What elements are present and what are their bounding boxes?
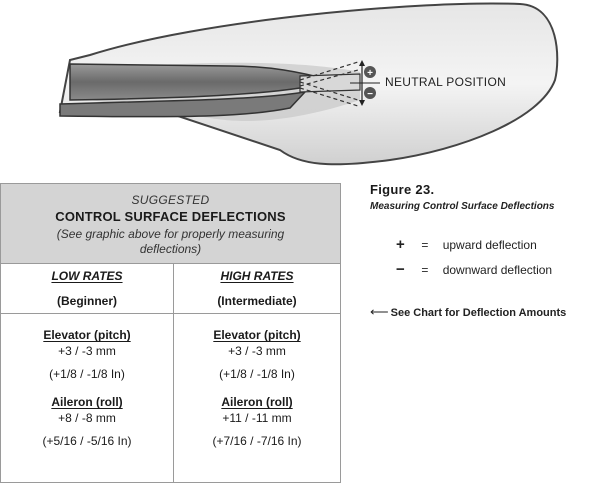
table-suggested: SUGGESTED (131, 193, 210, 207)
rate-level: (Intermediate) (217, 294, 297, 308)
deflection-down-dashed (299, 81, 359, 101)
legend-downward: − = downward deflection (396, 261, 552, 278)
neutral-position-label: NEUTRAL POSITION (385, 75, 507, 89)
elevator-label: Elevator (pitch) (213, 328, 301, 342)
figure-title: Figure 23. (370, 182, 435, 197)
elevator-inches: (+1/8 / -1/8 In) (49, 367, 125, 381)
elevator-label: Elevator (pitch) (43, 328, 131, 342)
low-rates-column: LOW RATES (Beginner) Elevator (pitch) +3… (1, 264, 174, 482)
elevator-mm: +3 / -3 mm (228, 344, 286, 358)
svg-text:+: + (367, 68, 373, 79)
aileron-mm: +11 / -11 mm (222, 411, 292, 425)
legend-upward: + = upward deflection (396, 236, 537, 253)
figure-caption: Measuring Control Surface Deflections (370, 201, 555, 212)
table-title: CONTROL SURFACE DEFLECTIONS (55, 209, 286, 224)
aileron-mm: +8 / -8 mm (58, 411, 116, 425)
table-note: (See graphic above for properly measurin… (56, 227, 285, 256)
plus-symbol: + (396, 236, 405, 253)
low-rates-header: LOW RATES (Beginner) (1, 264, 173, 314)
legend-text: upward deflection (442, 238, 537, 252)
minus-marker (364, 87, 376, 99)
equals-sign: = (421, 263, 429, 277)
high-rates-header: HIGH RATES (Intermediate) (174, 264, 340, 314)
rate-name: HIGH RATES (220, 269, 294, 283)
chart-reference-text: See Chart for Deflection Amounts (390, 307, 567, 319)
elevator-inches: (+1/8 / -1/8 In) (219, 367, 295, 381)
plus-marker (364, 66, 376, 78)
svg-text:−: − (367, 89, 373, 100)
legend-text: downward deflection (442, 263, 553, 277)
minus-symbol: − (396, 261, 405, 278)
chart-reference: ⟵See Chart for Deflection Amounts (370, 304, 566, 320)
fixed-surface (69, 63, 333, 101)
deflection-table: SUGGESTED CONTROL SURFACE DEFLECTIONS (S… (0, 183, 341, 483)
table-columns: LOW RATES (Beginner) Elevator (pitch) +3… (1, 264, 340, 482)
aileron-inches: (+5/16 / -5/16 In) (42, 434, 132, 448)
aileron-label: Aileron (roll) (51, 395, 123, 409)
table-header: SUGGESTED CONTROL SURFACE DEFLECTIONS (S… (1, 184, 340, 264)
control-surface-diagram: + − (58, 2, 559, 166)
left-arrow-icon: ⟵ (370, 304, 389, 319)
control-surface-neutral (299, 73, 361, 93)
deflection-up-dashed (299, 61, 359, 81)
elevator-mm: +3 / -3 mm (58, 344, 116, 358)
high-rates-column: HIGH RATES (Intermediate) Elevator (pitc… (174, 264, 340, 482)
rate-name: LOW RATES (51, 269, 123, 283)
aileron-label: Aileron (roll) (221, 395, 293, 409)
rate-level: (Beginner) (57, 294, 117, 308)
aileron-inches: (+7/16 / -7/16 In) (212, 434, 302, 448)
equals-sign: = (421, 238, 429, 252)
